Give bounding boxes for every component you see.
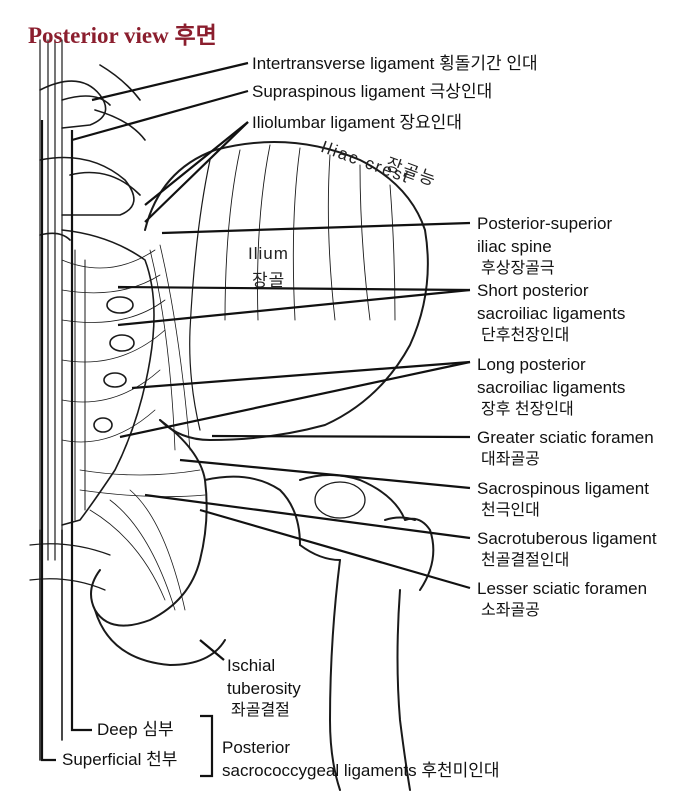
iliolumbar-ligament-label: Iliolumbar ligament 장요인대 [252,113,462,132]
lesser-sciatic-foramen-label-ko: 소좌골공 [481,602,540,619]
long-posterior-sacroiliac-label-line2: sacroiliac ligaments [477,378,626,397]
coccyx [29,529,111,761]
ischium [90,419,301,666]
short-posterior-sacroiliac-label-line1: Short posterior [477,281,589,300]
superficial-label: Superficial 천부 [62,750,178,769]
greater-sciatic-foramen-label: Greater sciatic foramen [477,428,654,447]
deep-label: Deep 심부 [97,720,174,739]
vertebral-column [39,39,146,561]
greater-sciatic-foramen-label-ko: 대좌골공 [481,451,540,468]
sacrococcygeal-label-line2: sacrococcygeal ligaments 후천미인대 [222,761,500,780]
psis-label-line2: iliac spine [477,237,552,256]
ilium [144,141,429,441]
sacrum [61,229,155,526]
short-posterior-sacroiliac-label-ko: 단후천장인대 [481,327,570,344]
lesser-sciatic-foramen-label: Lesser sciatic foramen [477,579,648,598]
long-posterior-sacroiliac-label-line1: Long posterior [477,355,586,374]
sacrotuberous-ligament-label-ko: 천골결절인대 [481,552,570,569]
ischial-tuberosity-label-ko: 좌골결절 [231,702,290,719]
sacrospinous-ligament-label-ko: 천극인대 [481,502,540,519]
short-posterior-sacroiliac-label-line2: sacroiliac ligaments [477,304,626,323]
psis-label-ko: 후상장골극 [481,260,555,277]
long-posterior-sacroiliac-label-ko: 장후 천장인대 [481,401,574,418]
figure-title: Posterior view 후면 [28,23,217,48]
supraspinous-ligament-label: Supraspinous ligament 극상인대 [252,82,493,101]
ischial-tuberosity-label-line2: tuberosity [227,679,301,698]
femur [299,474,435,791]
sacrococcygeal-label-line1: Posterior [222,738,291,757]
sacrospinous-ligament-label: Sacrospinous ligament [477,479,649,498]
ilium-label: Ilium [248,244,289,263]
ilium-label-ko: 장골 [252,271,286,290]
sacrotuberous-ligament-label: Sacrotuberous ligament [477,529,657,548]
ligament-fibers [61,244,206,611]
leader-lines [40,61,471,778]
intertransverse-ligament-label: Intertransverse ligament 횡돌기간 인대 [252,54,538,73]
ischial-tuberosity-label-line1: Ischial [227,656,276,675]
psis-label-line1: Posterior-superior [477,214,613,233]
